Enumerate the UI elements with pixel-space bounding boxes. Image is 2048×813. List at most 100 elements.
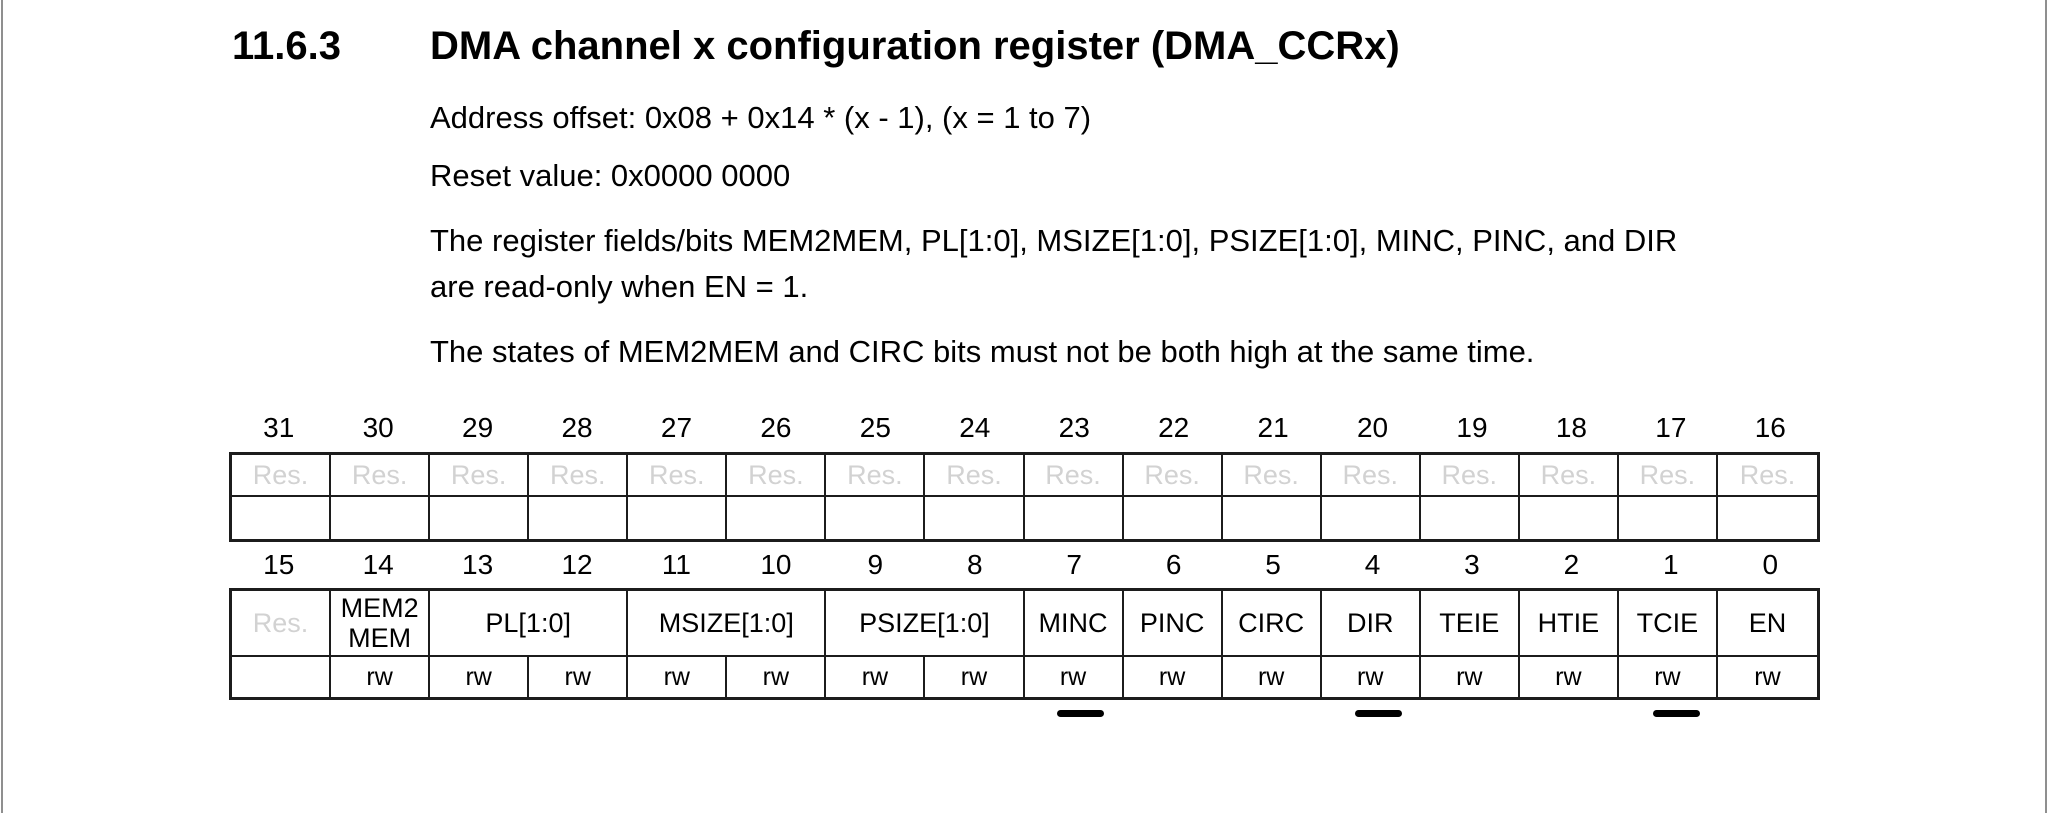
field-cell: HTIE [1519, 591, 1619, 657]
page-right-edge [2045, 0, 2047, 813]
access-cell [529, 497, 629, 539]
field-label: Res. [252, 608, 309, 638]
access-cell [1124, 497, 1223, 539]
field-cell: MEM2 MEM [331, 591, 431, 657]
access-cell: rw [925, 657, 1025, 697]
field-cell: TEIE [1420, 591, 1520, 657]
field-cell: Res. [1420, 455, 1520, 497]
access-cell: rw [1025, 657, 1124, 697]
bit-number: 21 [1257, 412, 1289, 443]
bit-number: 10 [760, 549, 792, 580]
field-cell: Res. [232, 455, 332, 497]
access-cell [925, 497, 1025, 539]
reset-value-line: Reset value: 0x0000 0000 [430, 158, 791, 193]
field-label: Res. [252, 460, 309, 490]
field-label: Res. [1144, 460, 1200, 490]
field-label: Res. [351, 460, 408, 490]
access-cell [1520, 497, 1619, 539]
field-cell: Res. [529, 455, 629, 497]
field-label: MINC [1038, 608, 1108, 638]
field-label: Res. [450, 460, 507, 490]
bit-number: 31 [263, 412, 295, 443]
field-label: Res. [1243, 460, 1299, 490]
access-cell: rw [1520, 657, 1619, 697]
bit-number: 12 [561, 549, 593, 580]
bit-number: 1 [1663, 549, 1679, 580]
field-cell: MSIZE[1:0] [628, 591, 827, 657]
access-cell [1223, 497, 1322, 539]
access-cell [331, 497, 431, 539]
page-title: DMA channel x configuration register (DM… [430, 24, 1400, 68]
bit-number: 22 [1158, 412, 1190, 443]
access-cell: rw [1619, 657, 1718, 697]
bit-number: 4 [1364, 549, 1381, 580]
bit-number: 25 [859, 412, 891, 443]
access-cell: rw [628, 657, 728, 697]
register-table-high: Res. Res. Res. Res. Res. Res. Res. Res. Res. Res.… [229, 452, 1820, 542]
field-label: PSIZE[1:0] [859, 608, 990, 638]
access-cell: rw [1124, 657, 1223, 697]
field-label: Res. [1045, 460, 1101, 490]
underline-mark-bit-7 [1056, 710, 1104, 717]
access-cell: rw [1754, 662, 1781, 691]
bit-number: 11 [661, 549, 691, 580]
bit-number: 16 [1754, 412, 1786, 443]
page-left-edge [1, 0, 3, 813]
field-label: Res. [1540, 460, 1597, 490]
field-cell: PSIZE[1:0] [826, 591, 1025, 657]
field-label: TCIE [1636, 608, 1699, 638]
section-heading: 11.6.3 DMA channel x configuration regis… [0, 24, 2048, 68]
bit-number: 8 [966, 549, 983, 580]
field-cell: Res. [1618, 455, 1718, 497]
field-cell: Res. [727, 455, 827, 497]
access-cell: rw [1322, 657, 1421, 697]
bit-number: 18 [1555, 412, 1587, 443]
field-cell: Res. [1024, 455, 1124, 497]
bit-number: 17 [1655, 412, 1687, 443]
field-cell: Res. [1123, 455, 1223, 497]
field-cell: MINC [1024, 591, 1124, 657]
access-cell: rw [529, 657, 629, 697]
field-cell: Res. [331, 455, 431, 497]
bit-number: 3 [1464, 549, 1480, 580]
field-cell: CIRC [1222, 591, 1322, 657]
field-label: Res. [1639, 460, 1696, 490]
field-label: Res. [549, 460, 606, 490]
bit-number: 26 [760, 412, 792, 443]
field-cell: Res. [1519, 455, 1619, 497]
field-label: Res. [649, 460, 705, 490]
field-label: Res. [847, 460, 903, 490]
bit-number: 19 [1456, 412, 1488, 443]
field-cell: Res. [430, 455, 530, 497]
access-cell [826, 497, 926, 539]
access-cell [1718, 497, 1817, 539]
bit-number: 24 [959, 412, 991, 443]
field-label: MSIZE[1:0] [658, 608, 794, 638]
field-cell: Res. [1222, 455, 1322, 497]
field-label: HTIE [1537, 608, 1600, 638]
field-label: Res. [748, 460, 804, 490]
access-cell [1619, 497, 1718, 539]
field-cell: PINC [1123, 591, 1223, 657]
underline-mark-bit-1 [1653, 710, 1701, 717]
section-number: 11.6.3 [232, 24, 342, 68]
access-cell [628, 497, 728, 539]
field-label: Res. [1342, 460, 1398, 490]
bit-number: 29 [462, 412, 494, 443]
access-cell [430, 497, 530, 539]
readonly-note: The register fields/bits MEM2MEM, PL[1:0… [430, 218, 1880, 310]
access-cell [1421, 497, 1520, 539]
states-note: The states of MEM2MEM and CIRC bits must… [430, 334, 1535, 369]
bit-number: 2 [1563, 549, 1580, 580]
field-cell: DIR [1321, 591, 1421, 657]
access-cell [1025, 497, 1124, 539]
field-cell: Res. [232, 591, 332, 657]
bit-number: 30 [362, 412, 394, 443]
field-cell: PL[1:0] [430, 591, 629, 657]
field-label: TEIE [1439, 608, 1500, 638]
